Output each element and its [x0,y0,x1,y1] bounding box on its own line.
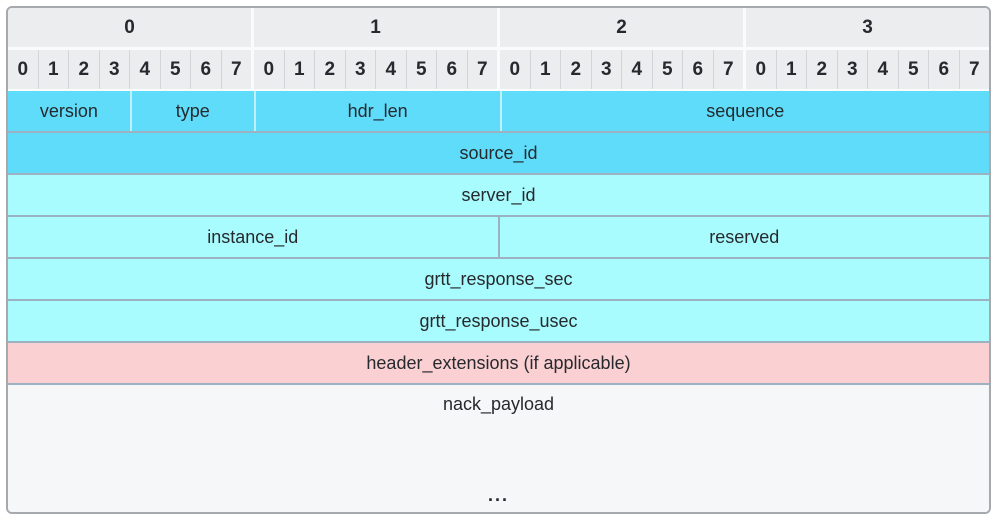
bit-header-cell: 5 [160,50,191,89]
bit-header-cell: 7 [467,50,500,89]
field-cell: header_extensions (if applicable) [8,343,989,383]
field-row: server_id [8,175,989,217]
bit-header-cell: 6 [437,50,468,89]
bit-header-cell: 4 [622,50,653,89]
field-cell: nack_payload... [8,385,989,512]
field-cell: reserved [499,217,989,257]
field-cell: version [8,91,132,131]
bit-header-cell: 0 [500,50,531,89]
field-label: nack_payload [442,394,555,414]
bit-header-cell: 6 [929,50,960,89]
byte-header-cell: 0 [8,8,254,47]
field-cell: type [131,91,256,131]
byte-header-cell: 1 [254,8,500,47]
field-row: grtt_response_sec [8,259,989,301]
field-cell: sequence [501,91,989,131]
field-cell: source_id [8,133,989,173]
payload-ellipsis: ... [487,485,509,505]
field-row: header_extensions (if applicable) [8,343,989,385]
field-cell: hdr_len [255,91,502,131]
byte-header-cell: 2 [500,8,746,47]
bit-header-cell: 3 [591,50,622,89]
bit-header-cell: 4 [130,50,161,89]
bit-header-cell: 4 [868,50,899,89]
bit-header-cell: 2 [315,50,346,89]
bit-header-cell: 1 [284,50,315,89]
bit-header-cell: 2 [807,50,838,89]
bit-header-cell: 3 [345,50,376,89]
bit-header-cell: 5 [898,50,929,89]
bit-header-cell: 2 [69,50,100,89]
bit-header-cell: 0 [746,50,777,89]
bit-header-cell: 6 [191,50,222,89]
bit-header-cell: 2 [561,50,592,89]
field-cell: grtt_response_usec [8,301,989,341]
bit-header-cell: 5 [652,50,683,89]
field-row: grtt_response_usec [8,301,989,343]
field-cell: server_id [8,175,989,215]
bit-header-cell: 7 [713,50,746,89]
bit-header-cell: 3 [837,50,868,89]
bit-header-cell: 4 [376,50,407,89]
field-cell: grtt_response_sec [8,259,989,299]
bit-header-cell: 6 [683,50,714,89]
field-row: source_id [8,133,989,175]
bit-header-cell: 1 [530,50,561,89]
bit-header-cell: 7 [959,50,989,89]
bit-header-cell: 0 [254,50,285,89]
bit-header-cell: 7 [221,50,254,89]
bit-header-cell: 3 [99,50,130,89]
bit-header-cell: 5 [406,50,437,89]
bit-header-cell: 1 [38,50,69,89]
byte-header-cell: 3 [746,8,989,47]
bit-header-cell: 1 [776,50,807,89]
bit-header-cell: 0 [8,50,39,89]
field-cell: instance_id [8,217,500,257]
field-row: nack_payload... [8,385,989,512]
